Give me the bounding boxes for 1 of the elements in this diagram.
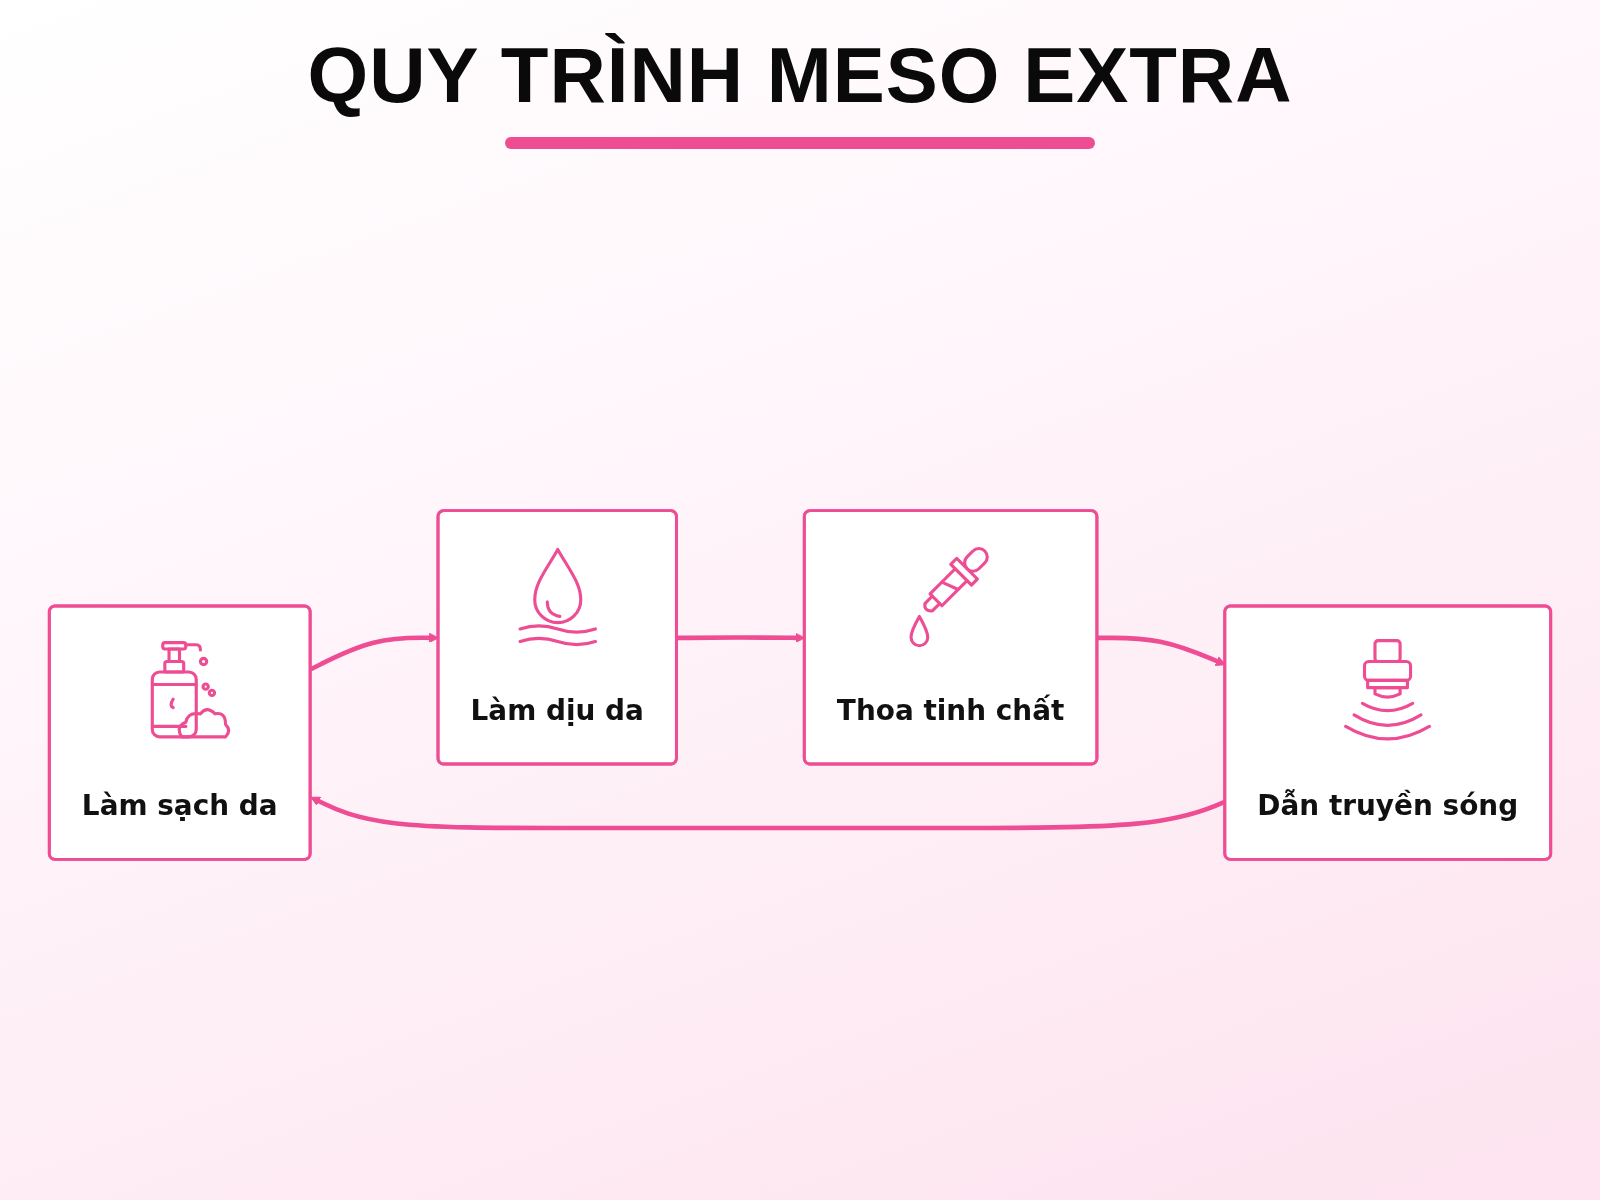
title: QUY TRÌNH MESO EXTRA [307,30,1293,121]
